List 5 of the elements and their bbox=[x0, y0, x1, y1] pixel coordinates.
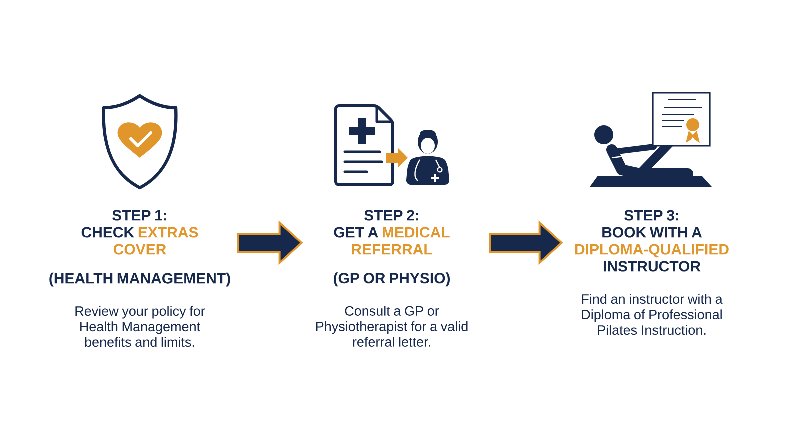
block-arrow bbox=[237, 220, 304, 266]
step-text: STEP 1: CHECK EXTRAS COVER (HEALTH MANAGEMENT) Review your policy for Health Management benefits and limits. bbox=[50, 210, 230, 348]
step-text: STEP 2: GET A MEDICAL REFERRAL (GP OR PHYSIO) Consult a GP or Physiotherapist for a valid referral letter. bbox=[316, 210, 468, 347]
block-arrow bbox=[489, 220, 564, 266]
step-text: STEP 3: BOOK WITH A DIPLOMA-QUALIFIED INSTRUCTOR Find an instructor with a Diploma of Professional Pilates Instruction. bbox=[576, 210, 729, 336]
